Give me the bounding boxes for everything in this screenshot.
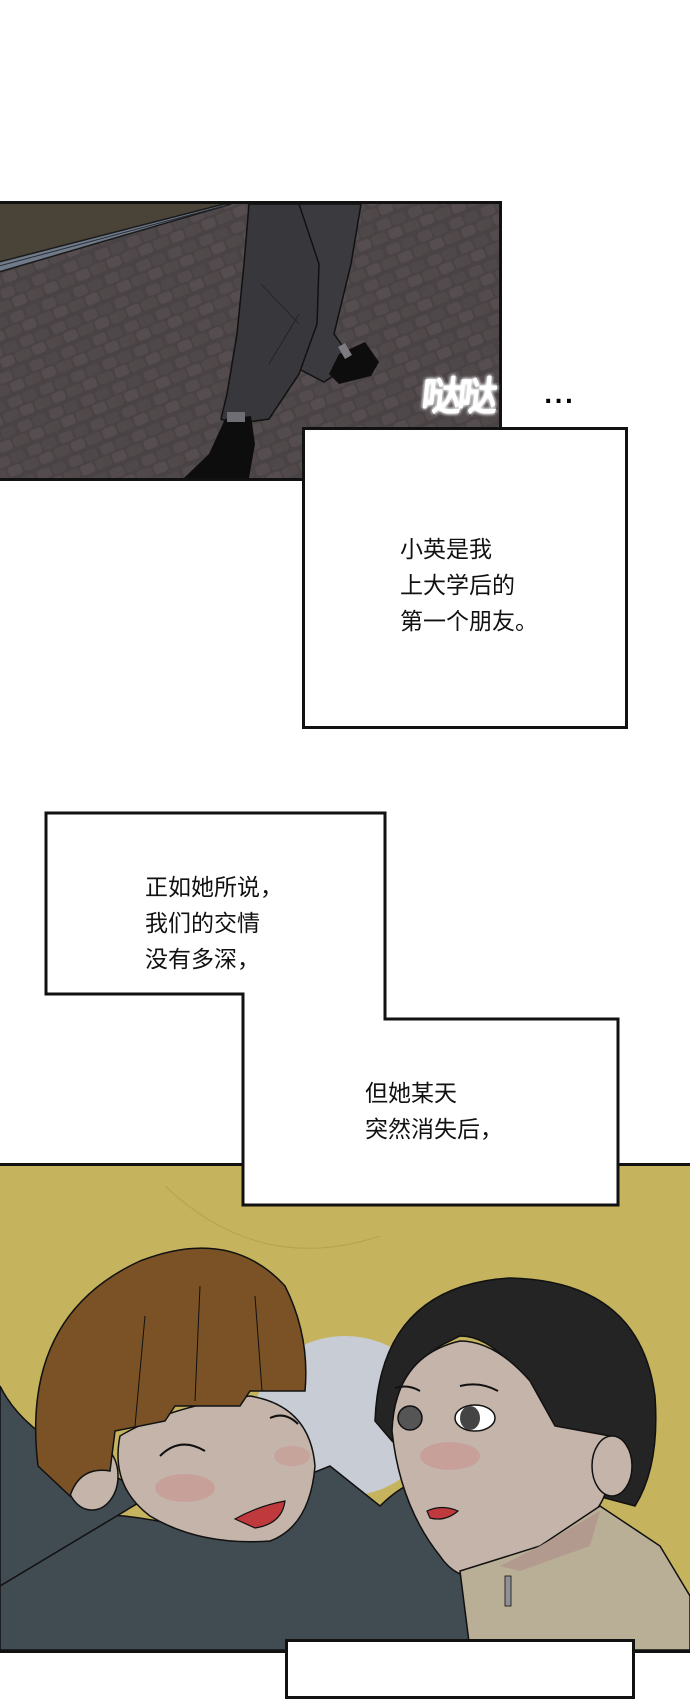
sfx-text: 哒哒 bbox=[418, 373, 497, 421]
caption-box-1: 小英是我 上大学后的 第一个朋友。 bbox=[302, 427, 628, 729]
street-panel bbox=[0, 201, 502, 481]
walking-legs-illustration bbox=[0, 204, 499, 478]
footstep-sfx: 哒哒 ... bbox=[418, 360, 592, 421]
caption-2a-text: 正如她所说， 我们的交情 没有多深， bbox=[145, 875, 283, 973]
sfx-ellipsis: ... bbox=[544, 384, 576, 409]
caption-2b-text: 但她某天 突然消失后， bbox=[365, 1081, 503, 1143]
caption-1-text: 小英是我 上大学后的 第一个朋友。 bbox=[400, 537, 538, 635]
girls-panel bbox=[0, 1163, 690, 1653]
caption-box-2 bbox=[44, 811, 620, 1207]
two-girls-illustration bbox=[0, 1166, 690, 1650]
caption-box-3 bbox=[285, 1639, 635, 1699]
